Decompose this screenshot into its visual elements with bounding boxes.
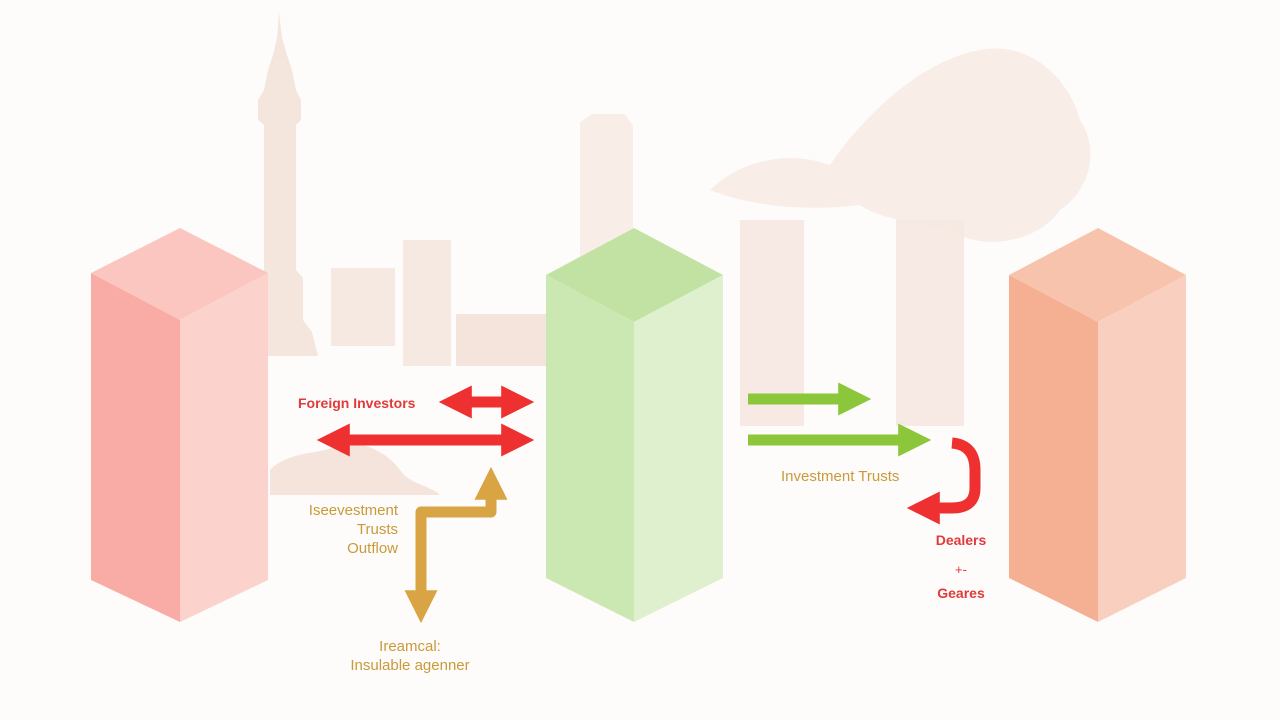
shrub-silhouette	[270, 443, 440, 495]
label-investment-trusts-outflow: Iseevestment Trusts Outflow	[280, 501, 398, 558]
pillar-center-front	[546, 275, 634, 622]
label-ireamcal: Ireamcal: Insulable agenner	[330, 637, 490, 675]
label-line: Ireamcal:	[379, 638, 441, 655]
tower-silhouette	[245, 12, 318, 356]
building-silhouette	[403, 240, 451, 366]
tree-silhouette	[710, 48, 1091, 242]
building-silhouette	[740, 220, 804, 426]
label-dealers-symbol: +-	[955, 562, 967, 577]
label-line: Outflow	[347, 540, 398, 557]
pillar-left-front	[91, 273, 180, 622]
pillar-center	[546, 228, 723, 622]
pillar-right-side	[1098, 275, 1186, 622]
pillar-left	[91, 228, 268, 622]
outflow-arrow	[404, 466, 508, 624]
label-foreign-investors: Foreign Investors	[298, 395, 416, 411]
label-line: Insulable agenner	[350, 657, 470, 674]
label-line: Trusts	[356, 521, 398, 538]
pillar-right	[1009, 228, 1186, 622]
pillar-right-front	[1009, 275, 1098, 622]
pillar-right-top	[1009, 228, 1186, 322]
label-geares: Geares	[937, 585, 985, 601]
building-silhouette	[456, 314, 546, 366]
building-silhouette	[331, 268, 395, 346]
label-dealers: Dealers	[935, 532, 987, 548]
pillar-left-top	[91, 228, 268, 320]
pillar-center-side	[634, 275, 723, 622]
building-silhouette	[896, 220, 964, 426]
label-investment-trusts: Investment Trusts	[781, 468, 900, 485]
dealers-hook-arrow	[906, 437, 981, 525]
pillar-center-top	[546, 228, 723, 322]
label-line: Iseevestment	[308, 502, 398, 519]
pillar-left-side	[180, 273, 268, 622]
